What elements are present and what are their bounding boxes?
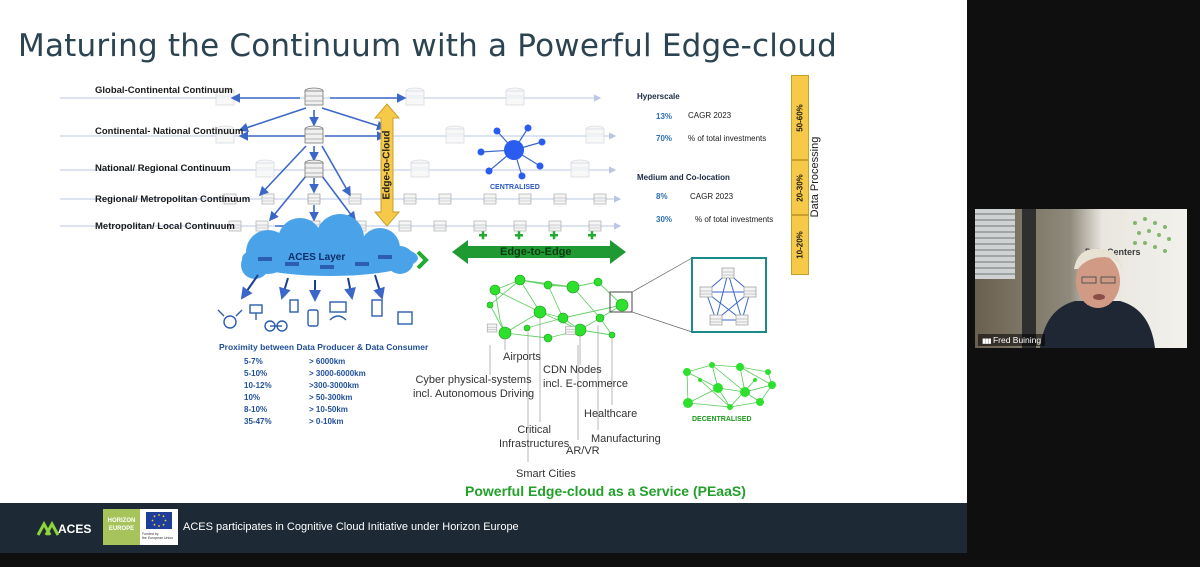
hyperscale-heading: Hyperscale <box>637 92 680 101</box>
level-national-regional: National/ Regional Continuum <box>95 163 231 174</box>
data-processing-segment-3: 10-20% <box>791 215 809 275</box>
peaas-caption: Powerful Edge-cloud as a Service (PEaaS) <box>465 483 746 499</box>
usecase-smart-cities: Smart Cities <box>516 468 576 480</box>
proximity-pct: 35-47% <box>244 417 272 426</box>
proximity-dist: > 0-10km <box>309 417 344 426</box>
signal-icon: ▮▮▮ <box>982 338 992 345</box>
hyperscale-cagr-pct: 13% <box>656 112 673 121</box>
proximity-pct: 5-7% <box>244 357 263 366</box>
proximity-dist: > 6000km <box>309 357 346 366</box>
eu-flag-badge: Funded by the European Union <box>140 509 178 545</box>
horizon-europe-badge: HORIZON EUROPE <box>103 509 140 545</box>
slide-footer: ACES HORIZON EUROPE Funded by the Europe… <box>0 503 967 553</box>
participant-video-tile[interactable]: Data Centers ▮▮▮ Fred Buining <box>975 209 1187 348</box>
usecase-airports: Airports <box>503 351 541 363</box>
decentralised-label: DECENTRALISED <box>692 416 752 423</box>
footer-caption: ACES participates in Cognitive Cloud Ini… <box>183 521 519 533</box>
aces-layer-label: ACES Layer <box>288 252 346 263</box>
aces-logo-icon <box>36 521 60 536</box>
aces-logo-text: ACES <box>58 522 92 536</box>
level-continental-national: Continental- National Continuum <box>95 126 244 137</box>
person-silhouette <box>1040 248 1155 348</box>
edge-to-cloud-label: Edge-to-Cloud <box>381 130 393 200</box>
medium-heading: Medium and Co-location <box>637 173 730 182</box>
usecase-critical-infrastructures: Critical Infrastructures <box>499 424 570 450</box>
slide-title: Maturing the Continuum with a Powerful E… <box>18 28 838 64</box>
medium-invest-pct: 30% <box>656 215 673 224</box>
dark-pillar <box>1022 209 1036 348</box>
medium-invest-text: % of total investments <box>695 215 774 224</box>
data-processing-segment-1: 50-60% <box>791 75 809 160</box>
hyperscale-cagr-text: CAGR 2023 <box>688 111 732 120</box>
proximity-dist: > 10-50km <box>309 405 348 414</box>
proximity-pct: 5-10% <box>244 369 268 378</box>
presentation-slide: Maturing the Continuum with a Powerful E… <box>0 0 967 503</box>
proximity-pct: 10-12% <box>244 381 272 390</box>
level-regional-metropolitan: Regional/ Metropolitan Continuum <box>95 194 251 205</box>
proximity-dist: >300-3000km <box>309 381 360 390</box>
proximity-title: Proximity between Data Producer & Data C… <box>219 342 429 352</box>
level-global-continental: Global-Continental Continuum <box>95 85 233 96</box>
proximity-pct: 10% <box>244 393 261 402</box>
usecase-manufacturing: Manufacturing <box>591 433 661 445</box>
proximity-dist: > 50-300km <box>309 393 353 402</box>
wall-brand: Data Centers <box>1085 247 1141 257</box>
medium-cagr-pct: 8% <box>656 192 668 201</box>
centralised-label: CENTRALISED <box>490 184 540 191</box>
usecase-ar-vr: AR/VR <box>566 445 600 457</box>
edge-to-edge-label: Edge-to-Edge <box>500 246 572 258</box>
usecase-cyber-physical: Cyber physical-systems incl. Autonomous … <box>413 374 535 400</box>
continuum-diagram <box>60 87 776 462</box>
usecase-healthcare: Healthcare <box>584 408 638 420</box>
usecase-cdn: CDN Nodes incl. E-commerce <box>543 364 628 390</box>
hyperscale-invest-pct: 70% <box>656 134 673 143</box>
window-blinds <box>975 209 1015 279</box>
hyperscale-invest-text: % of total investments <box>688 134 767 143</box>
level-metropolitan-local: Metropolitan/ Local Continuum <box>95 221 235 232</box>
proximity-dist: > 3000-6000km <box>309 369 366 378</box>
participant-name: ▮▮▮ Fred Buining <box>978 334 1046 346</box>
data-processing-label: Data Processing <box>809 136 821 218</box>
eu-flag-icon <box>146 512 172 529</box>
data-processing-segment-2: 20-30% <box>791 160 809 215</box>
proximity-pct: 8-10% <box>244 405 268 414</box>
medium-cagr-text: CAGR 2023 <box>690 192 734 201</box>
brand-dots-icon <box>1133 217 1171 253</box>
